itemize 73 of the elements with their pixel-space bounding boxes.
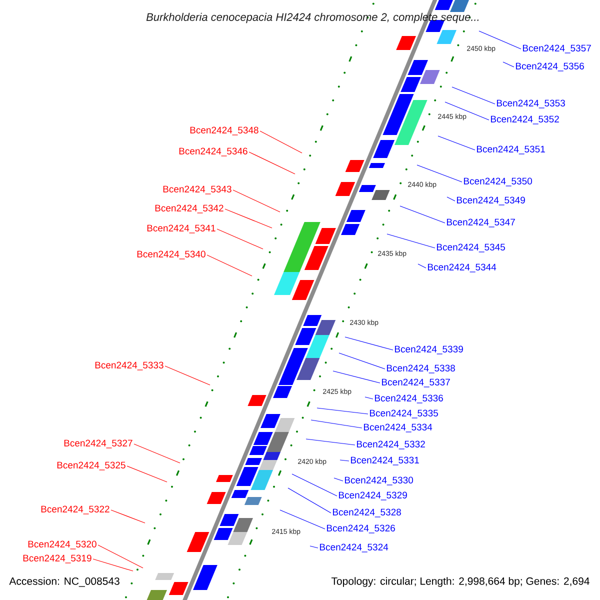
leader-line [224,208,272,228]
leader-line [400,206,446,224]
leader-line [338,352,386,370]
leader-line [444,102,490,120]
leader-line [260,130,302,154]
gene-label: Bcen2424_5322 [41,506,110,514]
leader-line [110,510,146,524]
leader-line [206,254,252,276]
leader-line [344,336,394,350]
gene-label: Bcen2424_5356 [516,62,584,72]
leader-line [418,264,426,268]
gene-label: Bcen2424_5332 [357,440,425,450]
leader-line [248,152,296,174]
leader-line [310,546,318,548]
gene-label: Bcen2424_5334 [364,424,432,432]
leader-line [452,86,496,104]
gene-label: Bcen2424_5347 [447,218,515,228]
leader-line [478,30,522,50]
gene-label: Bcen2424_5352 [491,116,559,124]
leader-line [216,228,264,250]
leader-line [134,444,180,464]
leader-line [232,190,280,212]
gene-label: Bcen2424_5342 [155,204,224,214]
leader-line [438,136,476,150]
gene-label: Bcen2424_5338 [387,364,455,374]
leader-line [364,396,374,400]
gene-label: Bcen2424_5346 [179,148,248,156]
gene-label: Bcen2424_5344 [428,264,496,272]
gene-label: Bcen2424_5348 [190,126,258,136]
leader-line [502,62,514,68]
leader-line [332,370,380,384]
leader-line [340,460,350,462]
gene-label: Bcen2424_5345 [437,244,505,252]
leader-line [316,408,368,414]
gene-label: Bcen2424_5328 [332,508,401,518]
gene-label: Bcen2424_5335 [370,410,438,418]
leader-line [292,474,338,496]
gene-label: Bcen2424_5336 [375,394,443,404]
leader-line [98,544,144,568]
gene-label: Bcen2424_5337 [382,378,450,388]
gene-label: Bcen2424_5343 [163,186,232,194]
gene-label: Bcen2424_5351 [477,146,545,154]
gene-label: Bcen2424_5349 [457,196,525,206]
leader-line [416,164,462,182]
gene-label: Bcen2424_5327 [64,440,132,448]
gene-label: Bcen2424_5326 [327,524,395,534]
leader-line [92,558,134,572]
info-text: Accession: NC_008543 [8,576,121,588]
gene-label: Bcen2424_5341 [147,224,216,234]
leader-line [288,488,332,514]
leader-line [310,420,362,428]
leader-line [334,478,344,482]
gene-label: Bcen2424_5353 [497,100,565,108]
gene-label: Bcen2424_5331 [351,456,419,466]
leader-line [446,196,456,202]
gene-label: Bcen2424_5325 [57,462,126,470]
gene-label: Bcen2424_5330 [344,476,414,486]
leader-line [164,366,210,386]
leader-line [126,466,168,482]
gene-label: Bcen2424_5340 [137,250,206,260]
gene-label: Bcen2424_5319 [23,554,92,564]
leader-line [280,510,326,530]
leader-line [306,438,356,446]
gene-label: Bcen2424_5333 [95,362,164,370]
gene-label: Bcen2424_5339 [395,346,463,354]
gene-label: Bcen2424_5320 [28,540,96,550]
gene-label: Bcen2424_5324 [320,544,388,552]
info-text: Topology: circular; Length: 2,998,664 bp; Genes: 2,694 [330,576,591,588]
gene-label: Bcen2424_5357 [523,44,591,54]
leader-line [386,234,436,248]
title: Burkholderia cenocepacia HI2424 chromosome 2, complete seque... [146,12,479,24]
gene-label: Bcen2424_5350 [464,178,532,186]
gene-label: Bcen2424_5329 [339,492,407,500]
